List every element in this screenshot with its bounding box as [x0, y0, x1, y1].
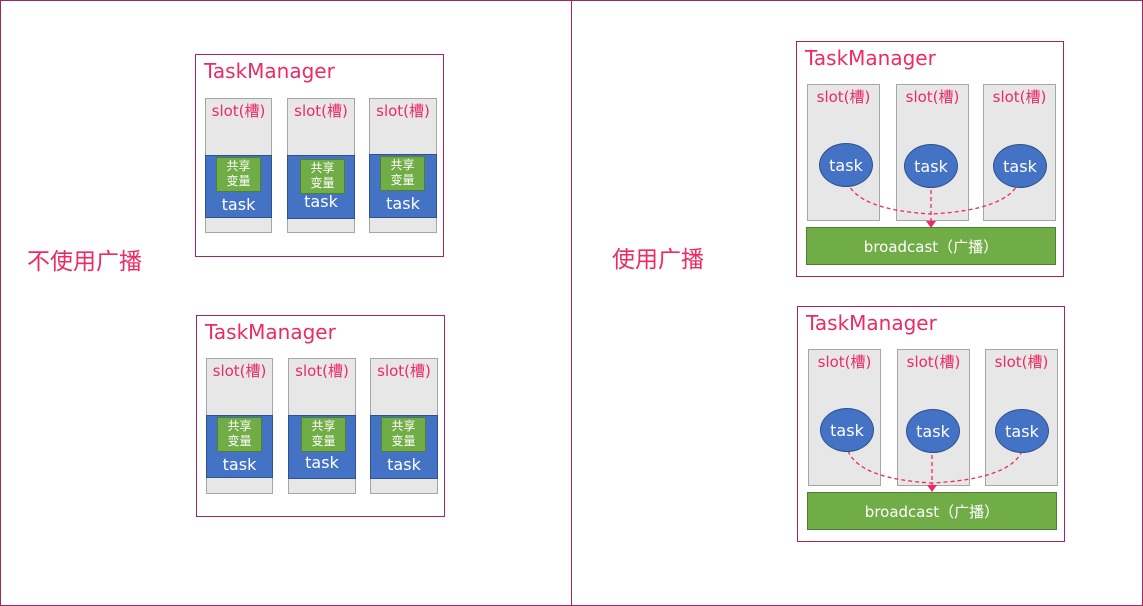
shared-variable-label: 共享 [226, 159, 251, 173]
task-block: 共享 变量 task [370, 415, 438, 479]
slot-label: slot(槽) [816, 88, 871, 106]
label-no-broadcast: 不使用广播 [27, 249, 142, 275]
panel-divider [571, 0, 572, 606]
shared-variable-label: 变量 [227, 434, 252, 448]
shared-variable-label: 变量 [226, 174, 251, 188]
task-label: task [222, 455, 257, 474]
shared-variable-label: 共享 [391, 419, 416, 433]
slot-label: slot(槽) [376, 102, 430, 120]
shared-variable-label: 变量 [390, 173, 415, 187]
shared-variable-label: 变量 [310, 176, 335, 190]
taskmanager-title: TaskManager [204, 59, 335, 83]
shared-variable: 共享 变量 [300, 159, 345, 194]
slot-label: slot(槽) [212, 362, 267, 380]
slot: slot(槽) 共享 变量 task [205, 98, 272, 233]
shared-variable: 共享 变量 [301, 417, 346, 452]
task-block: 共享 变量 task [287, 155, 355, 219]
slot-label: slot(槽) [211, 102, 266, 120]
task-node: task [904, 144, 958, 188]
task-label: task [386, 194, 420, 213]
taskmanager-box: TaskManager slot(槽) slot(槽) slot(槽) task… [797, 306, 1065, 542]
slot: slot(槽) 共享 变量 task [206, 358, 273, 494]
shared-variable-label: 变量 [391, 434, 416, 448]
task-block: 共享 变量 task [205, 155, 272, 218]
slot-label: slot(槽) [905, 88, 960, 106]
shared-variable-label: 变量 [311, 434, 336, 448]
label-with-broadcast: 使用广播 [612, 247, 704, 273]
taskmanager-box: TaskManager slot(槽) 共享 变量 task slot(槽) 共… [195, 54, 444, 257]
task-label: task [387, 455, 421, 474]
shared-variable-label: 共享 [390, 158, 415, 172]
slot: slot(槽) 共享 变量 task [370, 358, 438, 494]
slot: slot(槽) 共享 变量 task [288, 358, 356, 494]
task-node: task [820, 408, 874, 452]
task-node: task [995, 409, 1049, 453]
slot: slot(槽) [985, 349, 1058, 486]
slot-label: slot(槽) [992, 88, 1047, 106]
broadcast-links [847, 450, 1023, 492]
slot-label: slot(槽) [994, 353, 1049, 371]
task-label: task [305, 453, 339, 472]
task-block: 共享 变量 task [369, 154, 437, 218]
broadcast-links [846, 181, 1020, 228]
task-block: 共享 变量 task [288, 415, 356, 479]
slot-label: slot(槽) [817, 353, 872, 371]
task-node: task [993, 144, 1047, 188]
task-label: task [304, 192, 338, 211]
slot-label: slot(槽) [906, 353, 961, 371]
shared-variable: 共享 变量 [216, 157, 261, 192]
broadcast-bar: broadcast（广播） [807, 492, 1057, 530]
slot-label: slot(槽) [295, 362, 349, 380]
slot: slot(槽) 共享 变量 task [369, 98, 437, 233]
slot: slot(槽) 共享 变量 task [287, 98, 355, 233]
taskmanager-title: TaskManager [805, 46, 936, 70]
taskmanager-box: TaskManager slot(槽) slot(槽) slot(槽) task… [796, 41, 1064, 277]
task-label: task [221, 195, 256, 214]
taskmanager-title: TaskManager [806, 311, 937, 335]
shared-variable-label: 共享 [311, 419, 336, 433]
taskmanager-title: TaskManager [205, 320, 336, 344]
shared-variable: 共享 变量 [381, 417, 426, 452]
task-node: task [906, 409, 960, 453]
shared-variable: 共享 变量 [380, 156, 425, 191]
shared-variable-label: 共享 [227, 419, 252, 433]
taskmanager-box: TaskManager slot(槽) 共享 变量 task slot(槽) 共… [196, 315, 445, 517]
shared-variable: 共享 变量 [217, 417, 262, 452]
shared-variable-label: 共享 [310, 161, 335, 175]
slot-label: slot(槽) [294, 102, 348, 120]
slot: slot(槽) [896, 84, 969, 221]
task-block: 共享 变量 task [206, 415, 273, 478]
broadcast-bar: broadcast（广播） [806, 227, 1056, 265]
slot-label: slot(槽) [377, 362, 431, 380]
task-node: task [819, 143, 873, 187]
